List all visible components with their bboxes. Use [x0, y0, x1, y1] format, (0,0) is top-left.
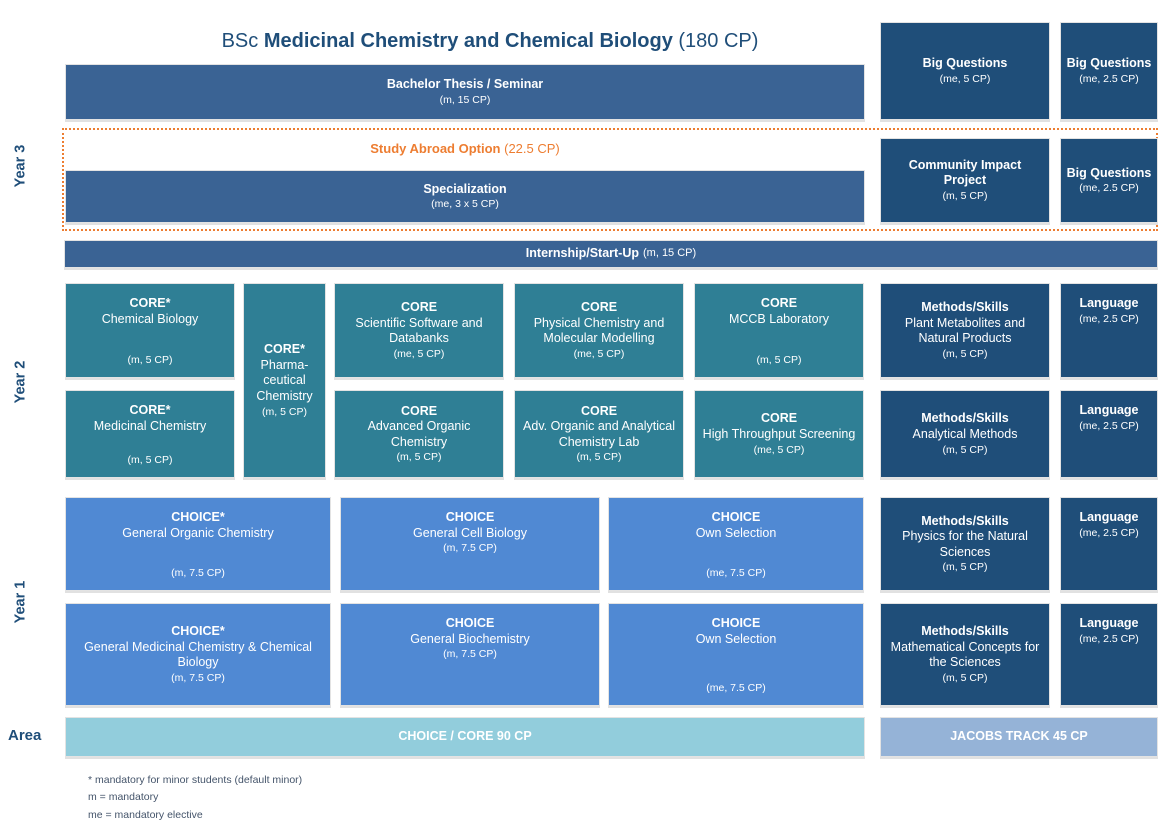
module-mathematical-concepts: Methods/Skills Mathematical Concepts for… [880, 603, 1050, 706]
module-internship-startup: Internship/Start-Up (m, 15 CP) [64, 240, 1158, 268]
area-bar-choice-core: CHOICE / CORE 90 CP [65, 717, 865, 757]
module-pharmaceutical-chemistry: CORE* Pharma-ceutical Chemistry (m, 5 CP… [243, 283, 326, 478]
year3-label: Year 3 [12, 144, 28, 188]
study-abroad-option-label: Study Abroad Option (22.5 CP) [370, 141, 560, 156]
module-analytical-methods: Methods/Skills Analytical Methods (m, 5 … [880, 390, 1050, 478]
year2-label: Year 2 [12, 360, 28, 403]
page-title: BSc Medicinal Chemistry and Chemical Bio… [90, 30, 890, 53]
module-general-medicinal-chemistry: CHOICE* General Medicinal Chemistry & Ch… [65, 603, 331, 706]
module-general-cell-biology: CHOICE General Cell Biology (m, 7.5 CP) [340, 497, 600, 591]
module-language-y2b: Language (me, 2.5 CP) [1060, 390, 1158, 478]
module-medicinal-chemistry: CORE*Medicinal Chemistry (m, 5 CP) [65, 390, 235, 478]
module-specialization: Specialization (me, 3 x 5 CP) [65, 170, 865, 223]
module-physical-chemistry-molecular-modelling: CORE Physical Chemistry and Molecular Mo… [514, 283, 684, 378]
module-general-biochemistry: CHOICE General Biochemistry (m, 7.5 CP) [340, 603, 600, 706]
module-big-questions-2-5cp-mid: Big Questions (me, 2.5 CP) [1060, 138, 1158, 223]
module-high-throughput-screening: CORE High Throughput Screening (me, 5 CP… [694, 390, 864, 478]
module-big-questions-5cp: Big Questions (me, 5 CP) [880, 22, 1050, 120]
module-language-y1a: Language (me, 2.5 CP) [1060, 497, 1158, 591]
module-general-organic-chemistry: CHOICE*General Organic Chemistry (m, 7.5… [65, 497, 331, 591]
module-advanced-organic-chemistry: CORE Advanced Organic Chemistry (m, 5 CP… [334, 390, 504, 478]
module-adv-organic-analytical-lab: CORE Adv. Organic and Analytical Chemist… [514, 390, 684, 478]
module-big-questions-2-5cp-top: Big Questions (me, 2.5 CP) [1060, 22, 1158, 120]
module-language-y1b: Language (me, 2.5 CP) [1060, 603, 1158, 706]
module-scientific-software-databanks: CORE Scientific Software and Databanks (… [334, 283, 504, 378]
footnote-mandatory: m = mandatory [88, 791, 159, 804]
area-label: Area [8, 727, 42, 744]
module-chemical-biology: CORE*Chemical Biology (m, 5 CP) [65, 283, 235, 378]
title-prefix: BSc [221, 30, 264, 52]
footnote-minor: * mandatory for minor students (default … [88, 774, 303, 786]
legend-footnotes: * mandatory for minor students (default … [88, 772, 302, 824]
module-language-y2a: Language (me, 2.5 CP) [1060, 283, 1158, 378]
title-program-name: Medicinal Chemistry and Chemical Biology [263, 30, 673, 52]
module-community-impact-project: Community Impact Project (m, 5 CP) [880, 138, 1050, 223]
area-bar-jacobs-track: JACOBS TRACK 45 CP [880, 717, 1158, 757]
module-physics-natural-sciences: Methods/Skills Physics for the Natural S… [880, 497, 1050, 591]
title-suffix: (180 CP) [672, 30, 759, 52]
module-bachelor-thesis: Bachelor Thesis / Seminar (m, 15 CP) [65, 64, 865, 120]
module-plant-metabolites: Methods/Skills Plant Metabolites and Nat… [880, 283, 1050, 378]
year1-label: Year 1 [12, 580, 28, 623]
footnote-mandatory-elective: me = mandatory elective [88, 808, 203, 821]
